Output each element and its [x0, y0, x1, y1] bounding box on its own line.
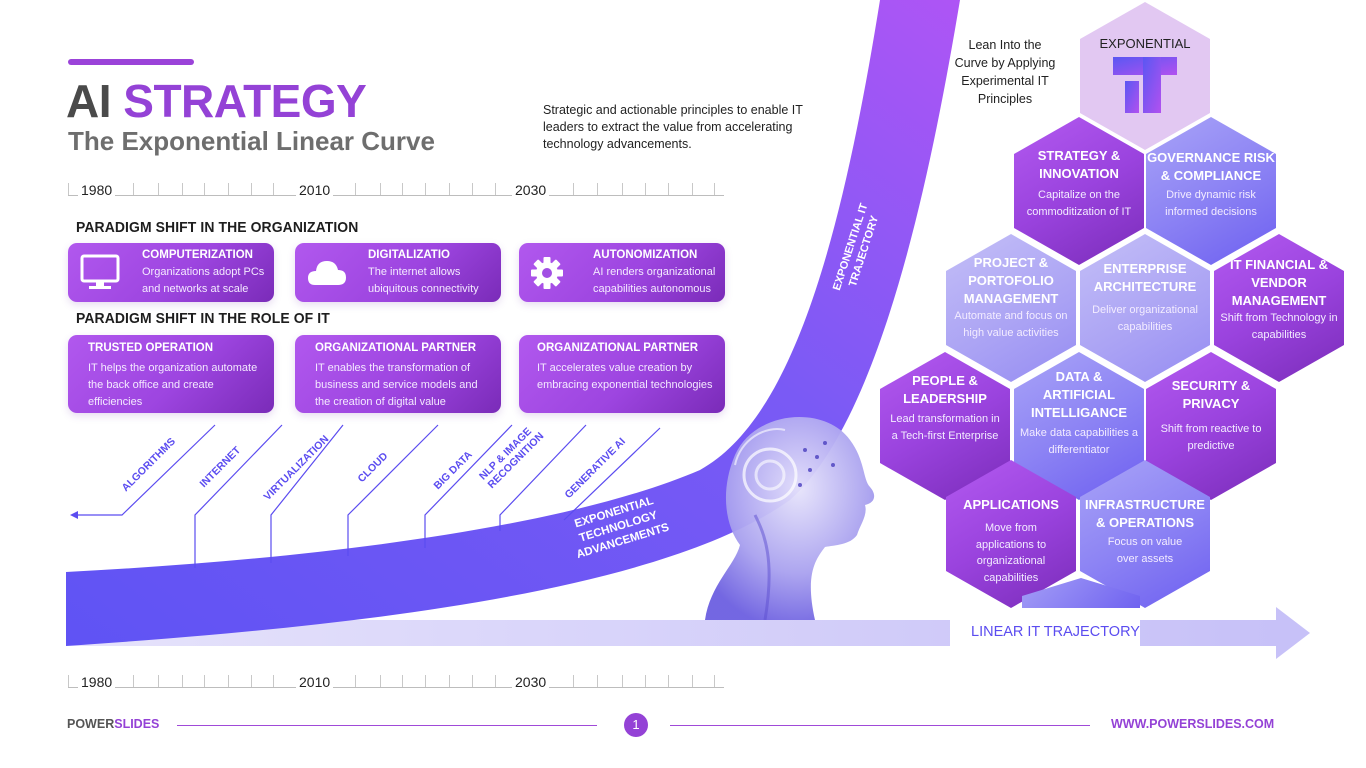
hex-text: Shift from Technology in capabilities: [1220, 312, 1338, 341]
hex-text: Drive dynamic risk informed decisions: [1165, 189, 1257, 218]
title-accent-bar: [68, 59, 194, 65]
page-title: AI STRATEGY: [66, 74, 367, 128]
hex-title: SECURITY & PRIVACY: [1171, 378, 1251, 411]
brand-power: POWER: [67, 717, 115, 731]
card-title: AUTONOMIZATION: [593, 249, 698, 261]
hex-intro-text: Lean Into the Curve by Applying Experime…: [954, 38, 1056, 106]
card-text: IT enables the transformation of busines…: [315, 362, 478, 408]
footer-divider-left: [177, 725, 597, 726]
hex-text: Focus on value over assets: [1107, 536, 1183, 565]
card-title: COMPUTERIZATION: [142, 249, 253, 261]
hex-text: Lead transformation in a Tech-first Ente…: [890, 413, 1000, 442]
card-title: ORGANIZATIONAL PARTNER: [315, 342, 476, 354]
hex-title: GOVERNANCE RISK & COMPLIANCE: [1147, 150, 1275, 183]
timeline-year: 1980: [78, 674, 116, 690]
timeline-year: 2010: [296, 182, 334, 198]
page-description: Strategic and actionable principles to e…: [543, 103, 803, 151]
ai-robot-head-illustration: [705, 417, 875, 620]
hex-title: APPLICATIONS: [963, 497, 1059, 512]
org-card-computerization: COMPUTERIZATION Organizations adopt PCs …: [68, 243, 274, 302]
card-title: TRUSTED OPERATION: [88, 342, 214, 354]
monitor-icon: [80, 254, 120, 289]
card-text: The internet allows ubiquitous connectiv…: [368, 266, 479, 295]
hex-text: Move from applications to organizational…: [975, 522, 1047, 584]
title-part-strategy: STRATEGY: [123, 75, 367, 127]
hex-title: DATA & ARTIFICIAL INTELLIGANCE: [1030, 369, 1128, 420]
card-title: DIGITALIZATIO: [368, 249, 450, 261]
page-subtitle: The Exponential Linear Curve: [68, 126, 435, 156]
timeline-year: 2030: [512, 182, 550, 198]
timeline-top: 1980 2010 2030: [68, 181, 724, 198]
it-card-trusted-operation: TRUSTED OPERATION IT helps the organizat…: [68, 335, 274, 413]
hex-text: Automate and focus on high value activit…: [954, 310, 1068, 339]
title-part-ai: AI: [66, 75, 112, 127]
hex-title: PROJECT & PORTOFOLIO MANAGEMENT: [963, 255, 1059, 306]
hex-title: INFRASTRUCTURE & OPERATIONS: [1085, 497, 1205, 530]
it-card-organizational-partner-2: ORGANIZATIONAL PARTNER IT accelerates va…: [519, 335, 725, 413]
footer-divider-right: [670, 725, 1090, 726]
linear-it-trajectory-label: LINEAR IT TRAJECTORY: [971, 624, 1140, 640]
gear-icon: [531, 257, 563, 289]
cloud-icon: [308, 261, 346, 285]
card-title: ORGANIZATIONAL PARTNER: [537, 342, 698, 354]
card-text: Organizations adopt PCs and networks at …: [142, 266, 265, 295]
page-number-badge: 1: [624, 713, 648, 737]
timeline-year: 1980: [78, 182, 116, 198]
org-card-digitalization: DIGITALIZATIO The internet allows ubiqui…: [295, 243, 501, 302]
hex-title: ENTERPRISE ARCHITECTURE: [1093, 261, 1197, 294]
footer-website-link[interactable]: WWW.POWERSLIDES.COM: [1111, 717, 1275, 731]
tech-connector-lines: [70, 424, 661, 568]
hex-title: PEOPLE & LEADERSHIP: [903, 373, 987, 406]
hex-title: IT FINANCIAL & VENDOR MANAGEMENT: [1230, 257, 1328, 308]
org-shift-heading: PARADIGM SHIFT IN THE ORGANIZATION: [76, 219, 359, 236]
timeline-year: 2030: [512, 674, 550, 690]
hex-people-leadership: PEOPLE & LEADERSHIP Lead transformation …: [880, 352, 1010, 500]
card-text: AI renders organizational capabilities a…: [593, 266, 716, 295]
it-logo-icon: [1113, 57, 1177, 113]
hex-text: Shift from reactive to predictive: [1160, 423, 1262, 452]
hex-text: Deliver organizational capabilities: [1092, 304, 1198, 333]
it-card-organizational-partner-1: ORGANIZATIONAL PARTNER IT enables the tr…: [295, 335, 501, 413]
hex-text: Make data capabilities a differentiator: [1020, 427, 1139, 456]
it-shift-heading: PARADIGM SHIFT IN THE ROLE OF IT: [76, 310, 330, 327]
card-text: IT helps the organization automate the b…: [88, 362, 258, 408]
timeline-year: 2010: [296, 674, 334, 690]
org-card-autonomization: AUTONOMIZATION AI renders organizational…: [519, 243, 725, 302]
footer-brand: POWERSLIDES: [67, 717, 159, 731]
card-text: IT accelerates value creation by embraci…: [537, 362, 713, 391]
hex-text: Capitalize on the commoditization of IT: [1026, 189, 1132, 218]
hex-title: STRATEGY & INNOVATION: [1037, 148, 1121, 181]
brand-slides: SLIDES: [114, 717, 160, 731]
hex-top-title: EXPONENTIAL: [1099, 36, 1191, 51]
timeline-bottom: 1980 2010 2030: [68, 673, 724, 690]
